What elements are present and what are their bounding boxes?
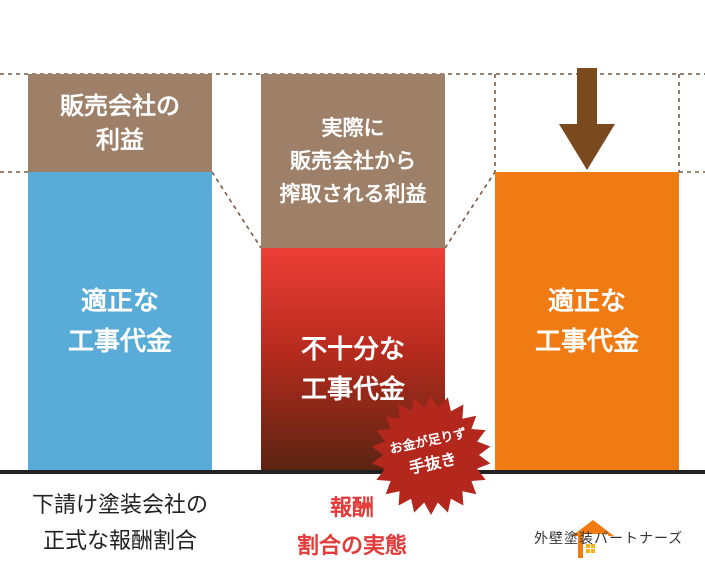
caption-official-ratio: 下請け塗装会社の 正式な報酬割合 <box>0 488 240 560</box>
col2-profit-label-line3: 搾取される利益 <box>279 181 427 206</box>
logo-text: 外壁塗装パートナーズ <box>534 531 684 547</box>
caption-left-line1: 下請け塗装会社の <box>31 493 208 518</box>
ground-line <box>0 470 705 474</box>
caption-mid-line1: 報酬 <box>329 496 374 521</box>
col1-profit-block: 販売会社の 利益 <box>28 74 212 172</box>
col2-cost-label-line1: 不十分な <box>300 335 405 365</box>
col2-profit-label-line2: 販売会社から <box>290 148 416 173</box>
col2-cost-label-line2: 工事代金 <box>300 375 405 405</box>
caption-actual-ratio: 報酬 割合の実態 <box>262 490 442 566</box>
right-connector-line <box>444 171 496 249</box>
house-logo-icon <box>572 520 614 558</box>
col2-profit-block: 実際に 販売会社から 搾取される利益 <box>261 74 445 248</box>
badge-burst-shape <box>371 395 491 515</box>
col1-profit-label-line2: 利益 <box>96 126 144 154</box>
col1-cost-label-line2: 工事代金 <box>67 327 172 357</box>
caption-mid-line2: 割合の実態 <box>296 534 407 559</box>
caption-left-line2: 正式な報酬割合 <box>42 529 197 554</box>
left-connector-line <box>211 171 262 249</box>
down-arrow-icon <box>559 68 615 170</box>
col1-profit-label-line1: 販売会社の <box>60 92 180 120</box>
col3-cost-label-line2: 工事代金 <box>534 327 639 357</box>
col1-cost-block: 適正な 工事代金 <box>28 172 212 472</box>
col1-cost-label-line1: 適正な <box>80 287 159 317</box>
col3-cost-label-line1: 適正な <box>547 287 626 317</box>
col3-cost-block: 適正な 工事代金 <box>495 172 679 472</box>
col2-profit-label-line1: 実際に <box>321 115 385 140</box>
starburst-badge-icon <box>371 395 491 515</box>
